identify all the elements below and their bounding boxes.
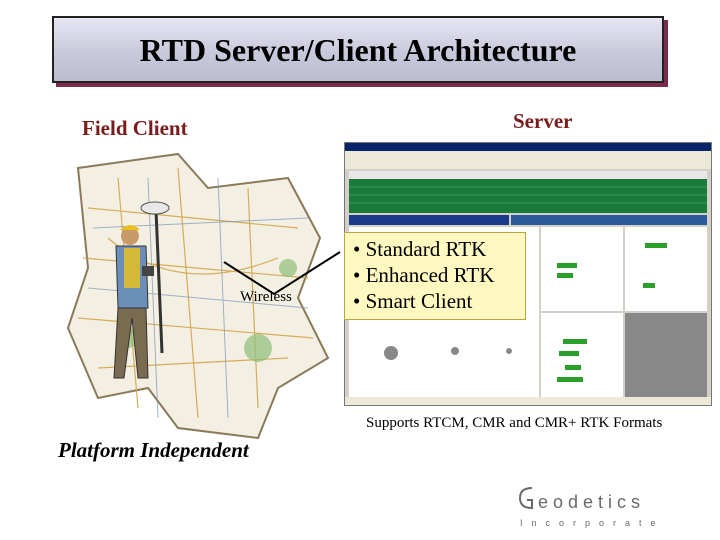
wireless-label: Wireless bbox=[240, 289, 292, 305]
server-features-callout: • Standard RTK • Enhanced RTK • Smart Cl… bbox=[344, 232, 526, 320]
supported-formats-caption: Supports RTCM, CMR and CMR+ RTK Formats bbox=[366, 415, 663, 431]
server-label: Server bbox=[513, 109, 573, 133]
field-client-label: Field Client bbox=[82, 116, 188, 140]
platform-independent-label: Platform Independent bbox=[58, 438, 249, 462]
wireless-link-line bbox=[223, 251, 341, 296]
feature-smart-client: • Smart Client bbox=[353, 289, 473, 313]
feature-standard-rtk: • Standard RTK bbox=[353, 237, 487, 261]
svg-text:Incorporated: Incorporated bbox=[520, 518, 661, 528]
slide-title: RTD Server/Client Architecture bbox=[139, 32, 577, 68]
field-client-map-image bbox=[66, 152, 330, 440]
geodetics-logo: eodetics Incorporated bbox=[518, 487, 661, 528]
svg-text:eodetics: eodetics bbox=[538, 492, 645, 512]
title-banner: RTD Server/Client Architecture bbox=[52, 16, 664, 83]
feature-enhanced-rtk: • Enhanced RTK bbox=[353, 263, 495, 287]
